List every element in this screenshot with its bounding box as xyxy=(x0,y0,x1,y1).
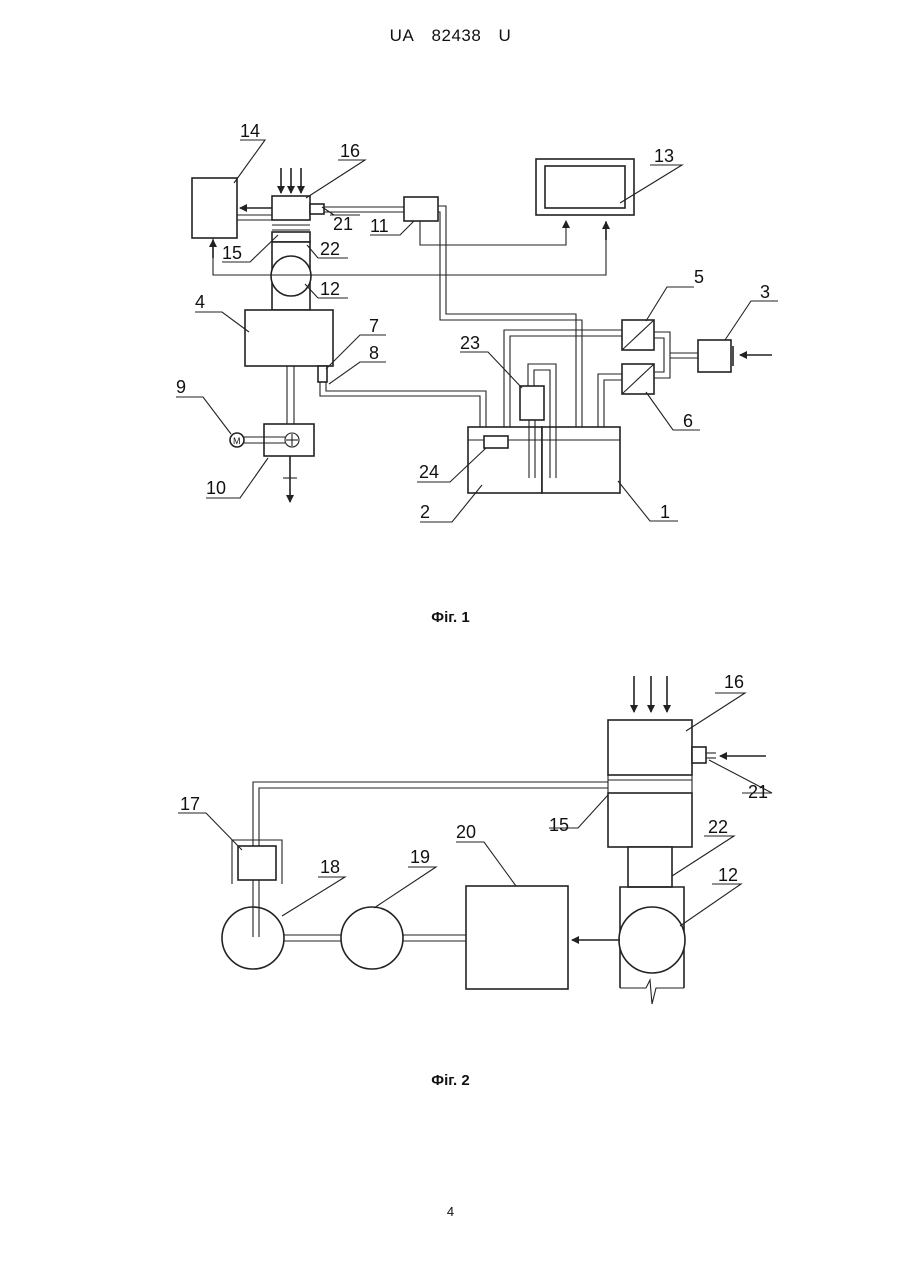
fig1-label-9: 9 xyxy=(176,377,186,397)
fig1-block-15 xyxy=(272,232,310,242)
fig2-circle-19 xyxy=(341,907,403,969)
fig1-label-22: 22 xyxy=(320,239,340,259)
fig2-element-17 xyxy=(238,846,276,880)
fig2-label-16: 16 xyxy=(724,672,744,692)
fig1-element-21 xyxy=(310,204,324,214)
fig2-roller-12 xyxy=(619,907,685,973)
fig2-column-22 xyxy=(628,847,672,887)
fig1-label-24: 24 xyxy=(419,462,439,482)
fig1-block-16 xyxy=(272,196,310,220)
fig1-label-3: 3 xyxy=(760,282,770,302)
fig1-label-15: 15 xyxy=(222,243,242,263)
fig1-block-3 xyxy=(698,340,731,372)
fig1-label-5: 5 xyxy=(694,267,704,287)
figure-1-caption: Фіг. 1 xyxy=(0,609,901,626)
svg-text:M: M xyxy=(233,436,241,446)
fig2-label-17: 17 xyxy=(180,794,200,814)
fig1-block-11 xyxy=(404,197,438,221)
fig1-element-7 xyxy=(318,366,327,382)
figure-2-caption: Фіг. 2 xyxy=(0,1072,901,1089)
fig1-label-4: 4 xyxy=(195,292,205,312)
fig1-label-6: 6 xyxy=(683,411,693,431)
fig2-element-21 xyxy=(692,747,706,763)
fig1-block-23 xyxy=(520,386,544,420)
fig1-label-16: 16 xyxy=(340,141,360,161)
fig2-label-15: 15 xyxy=(549,815,569,835)
fig1-block-4 xyxy=(245,310,333,366)
fig1-label-14: 14 xyxy=(240,121,260,141)
fig1-label-1: 1 xyxy=(660,502,670,522)
fig1-tank-1 xyxy=(542,427,620,493)
fig1-label-8: 8 xyxy=(369,343,379,363)
fig2-label-21: 21 xyxy=(748,782,768,802)
fig2-label-19: 19 xyxy=(410,847,430,867)
fig2-label-20: 20 xyxy=(456,822,476,842)
figure-1-diagram: M xyxy=(176,140,778,522)
fig2-block-20 xyxy=(466,886,568,989)
fig1-label-13: 13 xyxy=(654,146,674,166)
fig1-label-11: 11 xyxy=(370,216,389,236)
fig2-label-18: 18 xyxy=(320,857,340,877)
fig1-sensor-24 xyxy=(484,436,508,448)
fig1-label-12: 12 xyxy=(320,279,340,299)
fig1-label-2: 2 xyxy=(420,502,430,522)
fig1-block-14 xyxy=(192,178,237,238)
fig1-roller-12 xyxy=(271,256,311,296)
fig1-label-21: 21 xyxy=(333,214,353,234)
fig1-label-7: 7 xyxy=(369,316,379,336)
fig2-label-22: 22 xyxy=(708,817,728,837)
fig1-label-23: 23 xyxy=(460,333,480,353)
fig1-label-10: 10 xyxy=(206,478,226,498)
fig2-label-12: 12 xyxy=(718,865,738,885)
fig2-block-15 xyxy=(608,793,692,847)
page-number: 4 xyxy=(0,1204,901,1219)
fig2-block-16 xyxy=(608,720,692,775)
